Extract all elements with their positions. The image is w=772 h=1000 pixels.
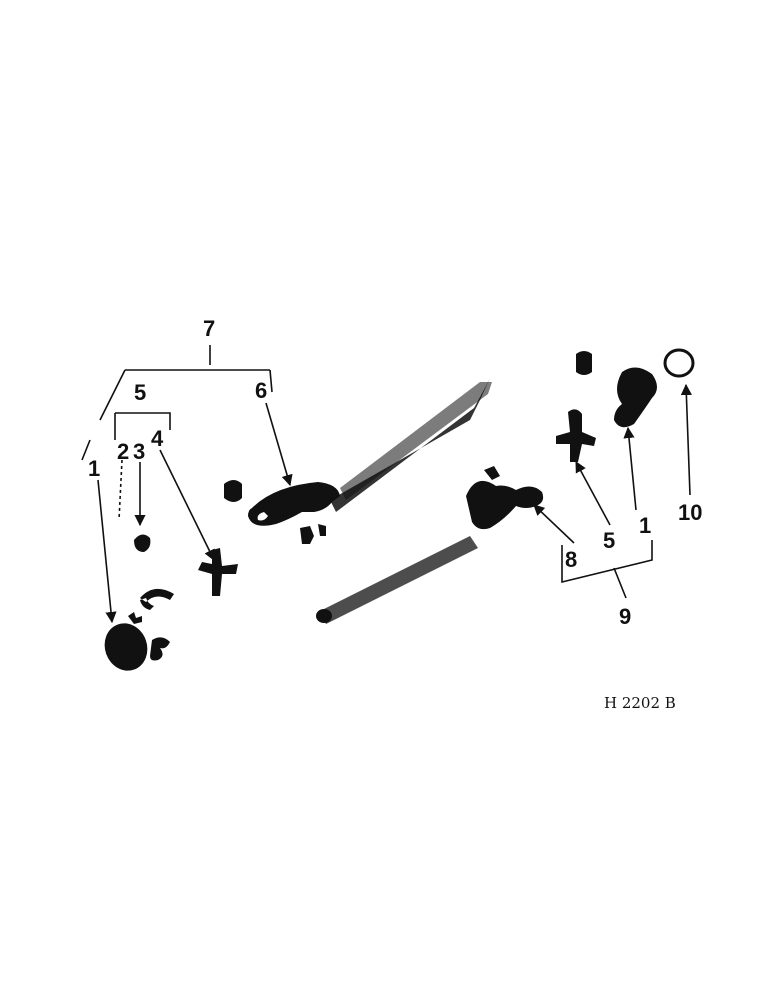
spider-right bbox=[556, 409, 596, 462]
callout-2: 2 bbox=[117, 439, 129, 464]
callout-7: 7 bbox=[203, 316, 215, 341]
clamp bbox=[140, 588, 174, 610]
grease-fitting bbox=[134, 534, 151, 552]
yoke-8 bbox=[466, 480, 544, 530]
bearing-cup-top bbox=[576, 351, 592, 375]
callout-5-left: 5 bbox=[134, 380, 146, 405]
callouts: 7 5 6 1 2 3 4 8 5 1 9 10 bbox=[88, 316, 702, 629]
callout-10: 10 bbox=[678, 500, 702, 525]
yoke-6 bbox=[248, 482, 340, 526]
callout-6: 6 bbox=[255, 378, 267, 403]
snap-ring-10 bbox=[663, 348, 695, 378]
lower-shaft bbox=[318, 536, 478, 624]
end-cap bbox=[104, 623, 148, 671]
small-parts bbox=[128, 612, 142, 624]
yoke-1-right bbox=[614, 367, 657, 428]
leader-lines bbox=[81, 345, 692, 624]
callout-4: 4 bbox=[151, 426, 164, 451]
yoke-6-ear bbox=[300, 524, 326, 544]
figure-reference: H 2202 B bbox=[604, 694, 676, 712]
snap-ring-5 bbox=[150, 637, 170, 661]
parts bbox=[104, 348, 695, 671]
bearing-cup-left bbox=[224, 480, 242, 502]
callout-5-right: 5 bbox=[603, 528, 615, 553]
callout-8: 8 bbox=[565, 547, 577, 572]
callout-1-left: 1 bbox=[88, 456, 100, 481]
callout-1-right: 1 bbox=[639, 513, 651, 538]
callout-9: 9 bbox=[619, 604, 631, 629]
spider-left bbox=[198, 548, 238, 596]
callout-3: 3 bbox=[133, 439, 145, 464]
